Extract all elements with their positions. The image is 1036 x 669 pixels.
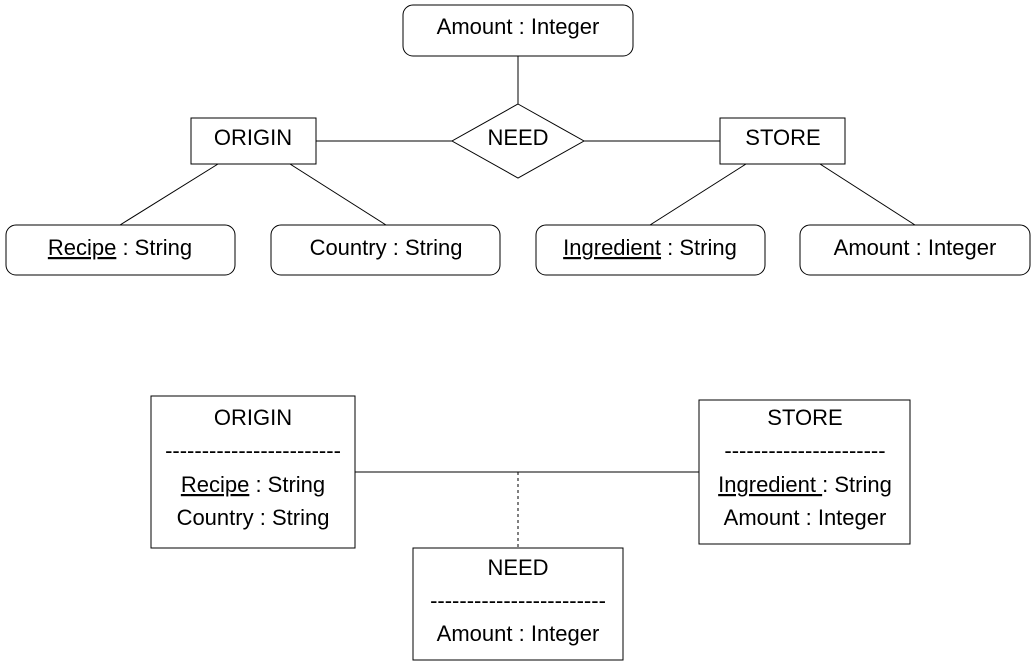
connector-origin-to-recipe: [119, 163, 219, 226]
attribute-separator: :: [254, 505, 272, 530]
attribute-separator: :: [822, 472, 834, 497]
attribute-type: String: [272, 505, 329, 530]
class-attribute-ingredient: Ingredient : String: [718, 472, 892, 497]
er-entity-store: STORE: [719, 117, 846, 165]
class-attribute-country: Country : String: [177, 505, 330, 530]
svg-text:Recipe : String: Recipe : String: [48, 235, 192, 260]
connector-origin-to-country: [289, 163, 387, 226]
attribute-separator: :: [909, 235, 927, 260]
er-attribute-recipe: Recipe : String: [5, 224, 236, 276]
attribute-name: Country: [310, 235, 387, 260]
er-diagram: Amount : Integer NEED ORIGIN STORE Recip…: [5, 4, 1031, 276]
attribute-type: Integer: [531, 621, 600, 646]
attribute-name: Recipe: [48, 235, 116, 260]
attribute-separator: :: [249, 472, 267, 497]
class-origin: ORIGIN ------------------------ Recipe :…: [150, 395, 356, 549]
class-separator: ------------------------: [430, 588, 606, 613]
attribute-name: Amount: [437, 14, 513, 39]
attribute-separator: :: [661, 235, 679, 260]
attribute-name: Country: [177, 505, 254, 530]
class-name: STORE: [767, 405, 842, 430]
attribute-type: String: [405, 235, 462, 260]
connector-store-to-ingredient: [649, 163, 747, 226]
class-store: STORE ---------------------- Ingredient …: [698, 399, 911, 545]
attribute-name: Amount: [437, 621, 513, 646]
attribute-type: String: [679, 235, 736, 260]
relationship-label: NEED: [487, 125, 548, 150]
svg-text:Amount : Integer: Amount : Integer: [437, 14, 600, 39]
class-separator: ----------------------: [724, 438, 885, 463]
attribute-separator: :: [387, 235, 405, 260]
svg-text:Ingredient : String: Ingredient : String: [563, 235, 737, 260]
attribute-separator: :: [116, 235, 134, 260]
attribute-separator: :: [799, 505, 817, 530]
attribute-separator: :: [512, 621, 530, 646]
attribute-name: Ingredient: [563, 235, 661, 260]
er-attribute-country: Country : String: [270, 224, 501, 276]
entity-label: ORIGIN: [214, 125, 292, 150]
class-name: ORIGIN: [214, 405, 292, 430]
class-separator: ------------------------: [165, 438, 341, 463]
class-diagram: ORIGIN ------------------------ Recipe :…: [150, 395, 911, 661]
class-attribute-amount: Amount : Integer: [437, 621, 600, 646]
entity-label: STORE: [745, 125, 820, 150]
attribute-type: Integer: [818, 505, 887, 530]
attribute-type: Integer: [531, 14, 600, 39]
attribute-separator: :: [512, 14, 530, 39]
er-relationship-need: NEED: [450, 103, 586, 179]
er-attribute-ingredient: Ingredient : String: [535, 224, 766, 276]
class-attribute-recipe: Recipe : String: [181, 472, 325, 497]
svg-text:Amount : Integer: Amount : Integer: [834, 235, 997, 260]
attribute-name: Ingredient: [718, 472, 822, 497]
attribute-type: Integer: [928, 235, 997, 260]
er-attribute-need-amount: Amount : Integer: [402, 4, 634, 57]
attribute-name: Amount: [724, 505, 800, 530]
attribute-name: Recipe: [181, 472, 249, 497]
connector-store-to-amount: [819, 163, 916, 226]
er-attribute-store-amount: Amount : Integer: [799, 224, 1031, 276]
class-need: NEED ------------------------ Amount : I…: [412, 547, 624, 661]
er-entity-origin: ORIGIN: [190, 117, 317, 165]
attribute-type: String: [135, 235, 192, 260]
class-name: NEED: [487, 555, 548, 580]
attribute-type: String: [834, 472, 891, 497]
class-attribute-amount: Amount : Integer: [724, 505, 887, 530]
svg-text:Country : String: Country : String: [310, 235, 463, 260]
attribute-name: Amount: [834, 235, 910, 260]
attribute-type: String: [268, 472, 325, 497]
